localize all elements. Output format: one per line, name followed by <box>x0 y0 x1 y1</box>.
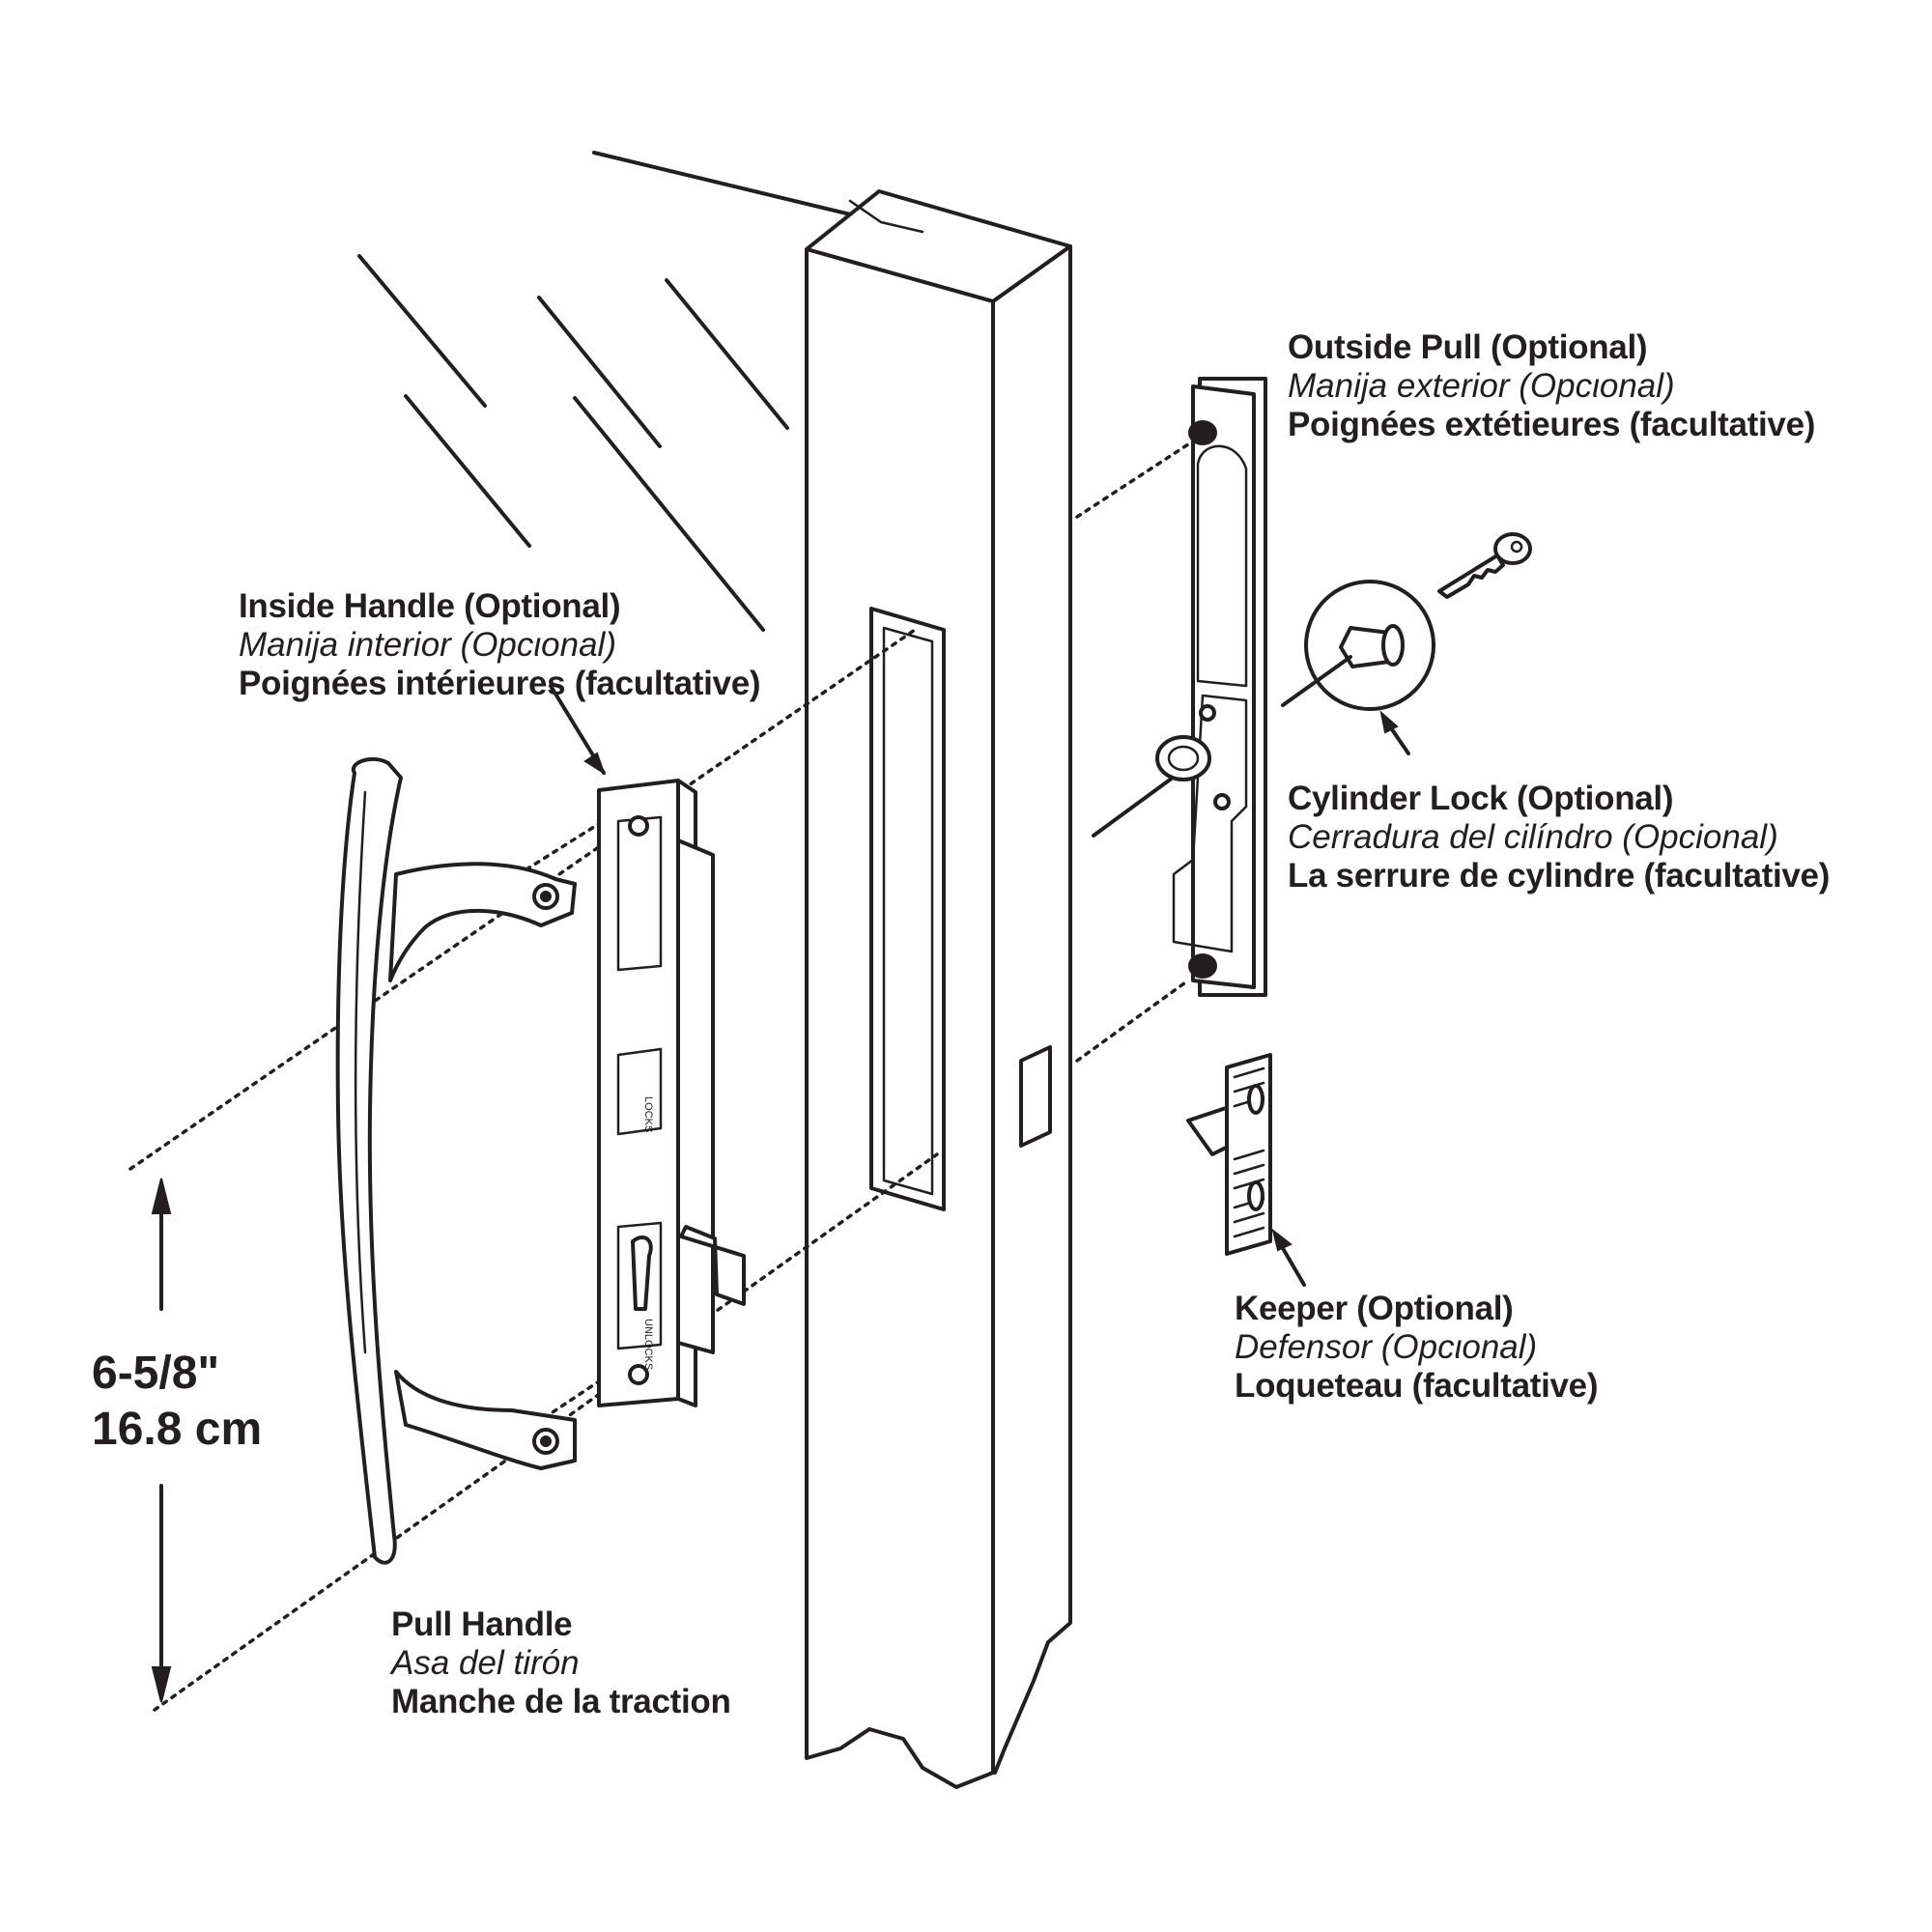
glass-reflection-line <box>404 394 531 548</box>
outside-pull <box>1092 377 1267 997</box>
inside-handle-thumb-lever-slot <box>616 1221 663 1350</box>
pull-handle <box>335 756 577 1565</box>
door-stile <box>805 189 1072 1789</box>
pull-handle-upper-arm <box>388 862 577 982</box>
dimension-arrowhead-down <box>151 1666 172 1703</box>
alignment-line <box>1075 442 1190 519</box>
outside-pull-label: Outside Pull (Optional) Manija exterior … <box>1288 328 1815 444</box>
keeper-slot <box>1247 1084 1264 1115</box>
inside-handle-plate <box>597 779 680 1407</box>
dimension-metric: 16.8 cm <box>92 1404 263 1455</box>
glass-reflection-line <box>537 296 662 448</box>
inside-handle: LOCKS UNLOCKS <box>549 684 746 1407</box>
inside-handle-recess <box>616 815 663 972</box>
cylinder-lock-leader-arrowhead <box>1379 710 1399 734</box>
keeper-label: Keeper (Optional) Defensor (Opcιonal) Lo… <box>1235 1290 1599 1406</box>
inside-handle-bottom-screw <box>628 1364 649 1385</box>
pull-handle-label: Pull Handle Asa del tirón Manche de la t… <box>391 1605 731 1721</box>
handle-mortise-inner <box>882 626 934 1196</box>
stile-side-face <box>991 244 1072 1775</box>
cylinder-lock <box>1281 580 1435 755</box>
alignment-line <box>1075 979 1190 1063</box>
keeper-slot <box>1247 1180 1264 1211</box>
inside-handle-top-screw <box>628 815 649 837</box>
inside-handle-housing <box>676 838 715 1354</box>
lock-marking-upper: LOCKS <box>642 1096 654 1132</box>
outside-pull-top-post <box>1188 420 1217 445</box>
pull-handle-screw-hole-center <box>540 1435 552 1447</box>
pull-handle-grip <box>335 756 403 1565</box>
inside-handle-label: Inside Handle (Optional) Manija interior… <box>239 587 761 703</box>
cylinder-lock-label-es: Cerradura del cilíndro (Opcional) <box>1288 818 1778 856</box>
dimension-arrow <box>151 1178 172 1703</box>
inside-handle-label-fr: Poignées intérieures (facultative) <box>239 665 761 702</box>
cylinder-lock-label-en: Cylinder Lock (Optional) <box>1288 780 1674 817</box>
cylinder-axis-line <box>1092 776 1175 838</box>
cylinder-lock-axis-line <box>1281 655 1352 707</box>
keeper-leader-arrowhead <box>1271 1228 1293 1252</box>
inside-handle-latch-hook <box>679 1225 746 1306</box>
keeper-label-es: Defensor (Opcιonal) <box>1235 1328 1538 1366</box>
glass-reflection-line <box>573 396 765 632</box>
outside-pull-grip <box>1196 444 1248 688</box>
glass-reflection-line <box>357 254 487 408</box>
dimension-arrowhead-up <box>151 1178 172 1214</box>
keeper <box>1186 1053 1306 1287</box>
keeper-label-fr: Loqueteau (facultative) <box>1235 1367 1599 1405</box>
key <box>1437 532 1532 599</box>
cylinder-retainer-screw <box>1213 793 1231 810</box>
pull-handle-grip-detail <box>354 790 367 1354</box>
pull-handle-label-en: Pull Handle <box>391 1605 573 1643</box>
outside-pull-bottom-post <box>1188 953 1217 979</box>
dimension-imperial: 6-5/8" <box>92 1348 220 1399</box>
cylinder-lock-face <box>1381 624 1405 667</box>
key-blade <box>1437 554 1505 599</box>
outside-pull-label-fr: Poignées extétieures (facultative) <box>1288 406 1816 443</box>
outside-pull-lower-recess <box>1172 694 1248 953</box>
outside-pull-label-es: Manija exterior (Opcιonal) <box>1288 367 1675 405</box>
cylinder-bore-inner <box>1167 745 1200 772</box>
pull-handle-label-fr: Manche de la traction <box>391 1683 731 1720</box>
outside-pull-plate <box>1191 384 1256 989</box>
inside-handle-label-es: Manija interior (Opcιonal) <box>239 626 616 664</box>
keeper-mortise <box>1019 1045 1052 1148</box>
pull-handle-screw-hole-center <box>540 891 552 902</box>
thumb-lever <box>631 1236 653 1311</box>
pull-handle-lower-arm <box>394 1370 577 1470</box>
inside-handle-leader-arrowhead <box>583 752 606 776</box>
cylinder-lock-label: Cylinder Lock (Optional) Cerradura del c… <box>1288 780 1830 895</box>
cylinder-lock-label-fr: La serrure de cylindre (facultative) <box>1288 857 1831 895</box>
glass-reflection-line <box>665 278 789 430</box>
inside-handle-lock-lever-slot <box>616 1047 663 1136</box>
cylinder-retainer-screw <box>1199 704 1216 722</box>
keeper-label-en: Keeper (Optional) <box>1235 1290 1514 1327</box>
key-bow-hole <box>1510 540 1523 554</box>
lock-marking-lower: UNLOCKS <box>642 1319 654 1370</box>
dimension-label: 6-5/8" 16.8 cm <box>92 1346 262 1458</box>
stile-glass-channel <box>848 199 924 234</box>
inside-handle-label-en: Inside Handle (Optional) <box>239 587 621 625</box>
cylinder-bore <box>1155 735 1211 781</box>
handle-mortise <box>869 607 946 1211</box>
outside-pull-label-en: Outside Pull (Optional) <box>1288 328 1648 366</box>
pull-handle-label-es: Asa del tirón <box>391 1644 580 1682</box>
